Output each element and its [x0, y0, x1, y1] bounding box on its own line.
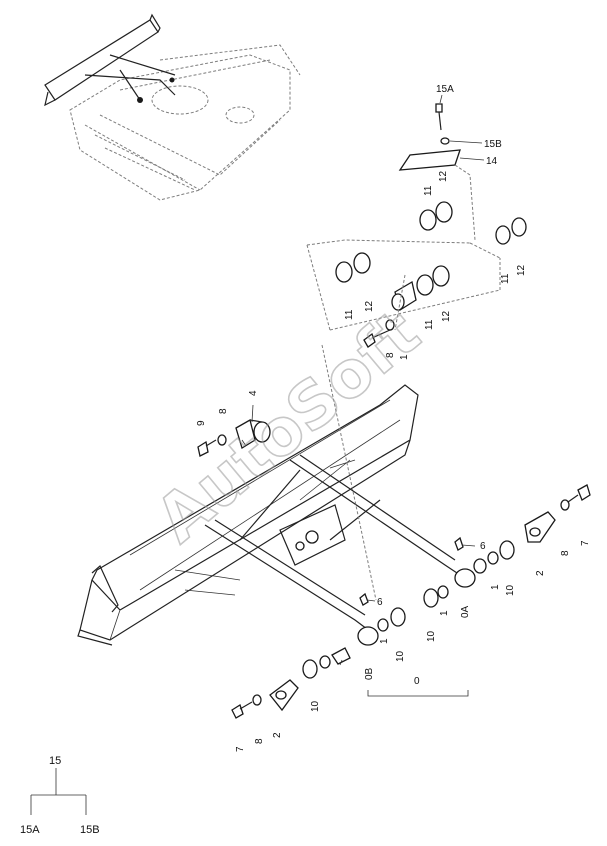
- callout-10-mid: 10: [426, 630, 437, 642]
- callout-12-left: 12: [364, 300, 375, 312]
- callout-12-mid: 12: [441, 310, 452, 322]
- callout-1-upper: 1: [399, 354, 410, 360]
- hierarchy-tree: 15 15A 15B: [20, 755, 100, 836]
- callout-1-mid: 1: [439, 610, 450, 616]
- callout-12-right: 12: [516, 264, 527, 276]
- tree-left: 15A: [20, 824, 40, 836]
- callout-10-lower: 10: [310, 700, 321, 712]
- callout-14: 14: [486, 156, 498, 167]
- callout-11-top: 11: [423, 185, 434, 196]
- tilt-bracket-left: [197, 419, 271, 457]
- callout-11-right: 11: [500, 273, 511, 284]
- tree-root: 15: [49, 755, 61, 767]
- callout-9: 9: [196, 420, 207, 426]
- callout-7-right: 7: [580, 540, 591, 546]
- callout-10-right: 10: [505, 584, 516, 596]
- callout-0b: 0B: [364, 667, 375, 680]
- callout-6-left: 6: [377, 597, 383, 608]
- upper-bracket-group: [306, 103, 527, 601]
- blade-assembly: [77, 384, 476, 646]
- callout-labels: 15A 15B 14 12 11 11 12 11 12 11 12 8 1 4…: [196, 84, 591, 752]
- callout-2-right: 2: [535, 570, 546, 576]
- callout-6-right: 6: [480, 541, 486, 552]
- pin-group-left: [231, 585, 469, 719]
- callout-11-left: 11: [344, 309, 355, 320]
- callout-7-low: 7: [235, 746, 246, 752]
- callout-15b: 15B: [484, 139, 502, 150]
- callout-12-top: 12: [438, 170, 449, 182]
- callout-8-right: 8: [560, 550, 571, 556]
- inset-dozer-overview: [44, 13, 301, 201]
- callout-0a: 0A: [460, 605, 471, 618]
- callout-8-upper: 8: [385, 352, 396, 358]
- callout-10-low: 10: [395, 650, 406, 662]
- callout-2-low: 2: [272, 732, 283, 738]
- leader-lines: [251, 94, 485, 666]
- pin-group-right: [454, 484, 591, 574]
- callout-8-left: 8: [218, 408, 229, 414]
- callout-4: 4: [248, 390, 259, 396]
- callout-1-right: 1: [490, 584, 501, 590]
- callout-1-low: 1: [379, 638, 390, 644]
- callout-11-mid: 11: [424, 319, 435, 330]
- callout-8-low: 8: [254, 738, 265, 744]
- callout-0: 0: [414, 676, 420, 687]
- tree-right: 15B: [80, 824, 100, 836]
- callout-15a: 15A: [436, 84, 454, 95]
